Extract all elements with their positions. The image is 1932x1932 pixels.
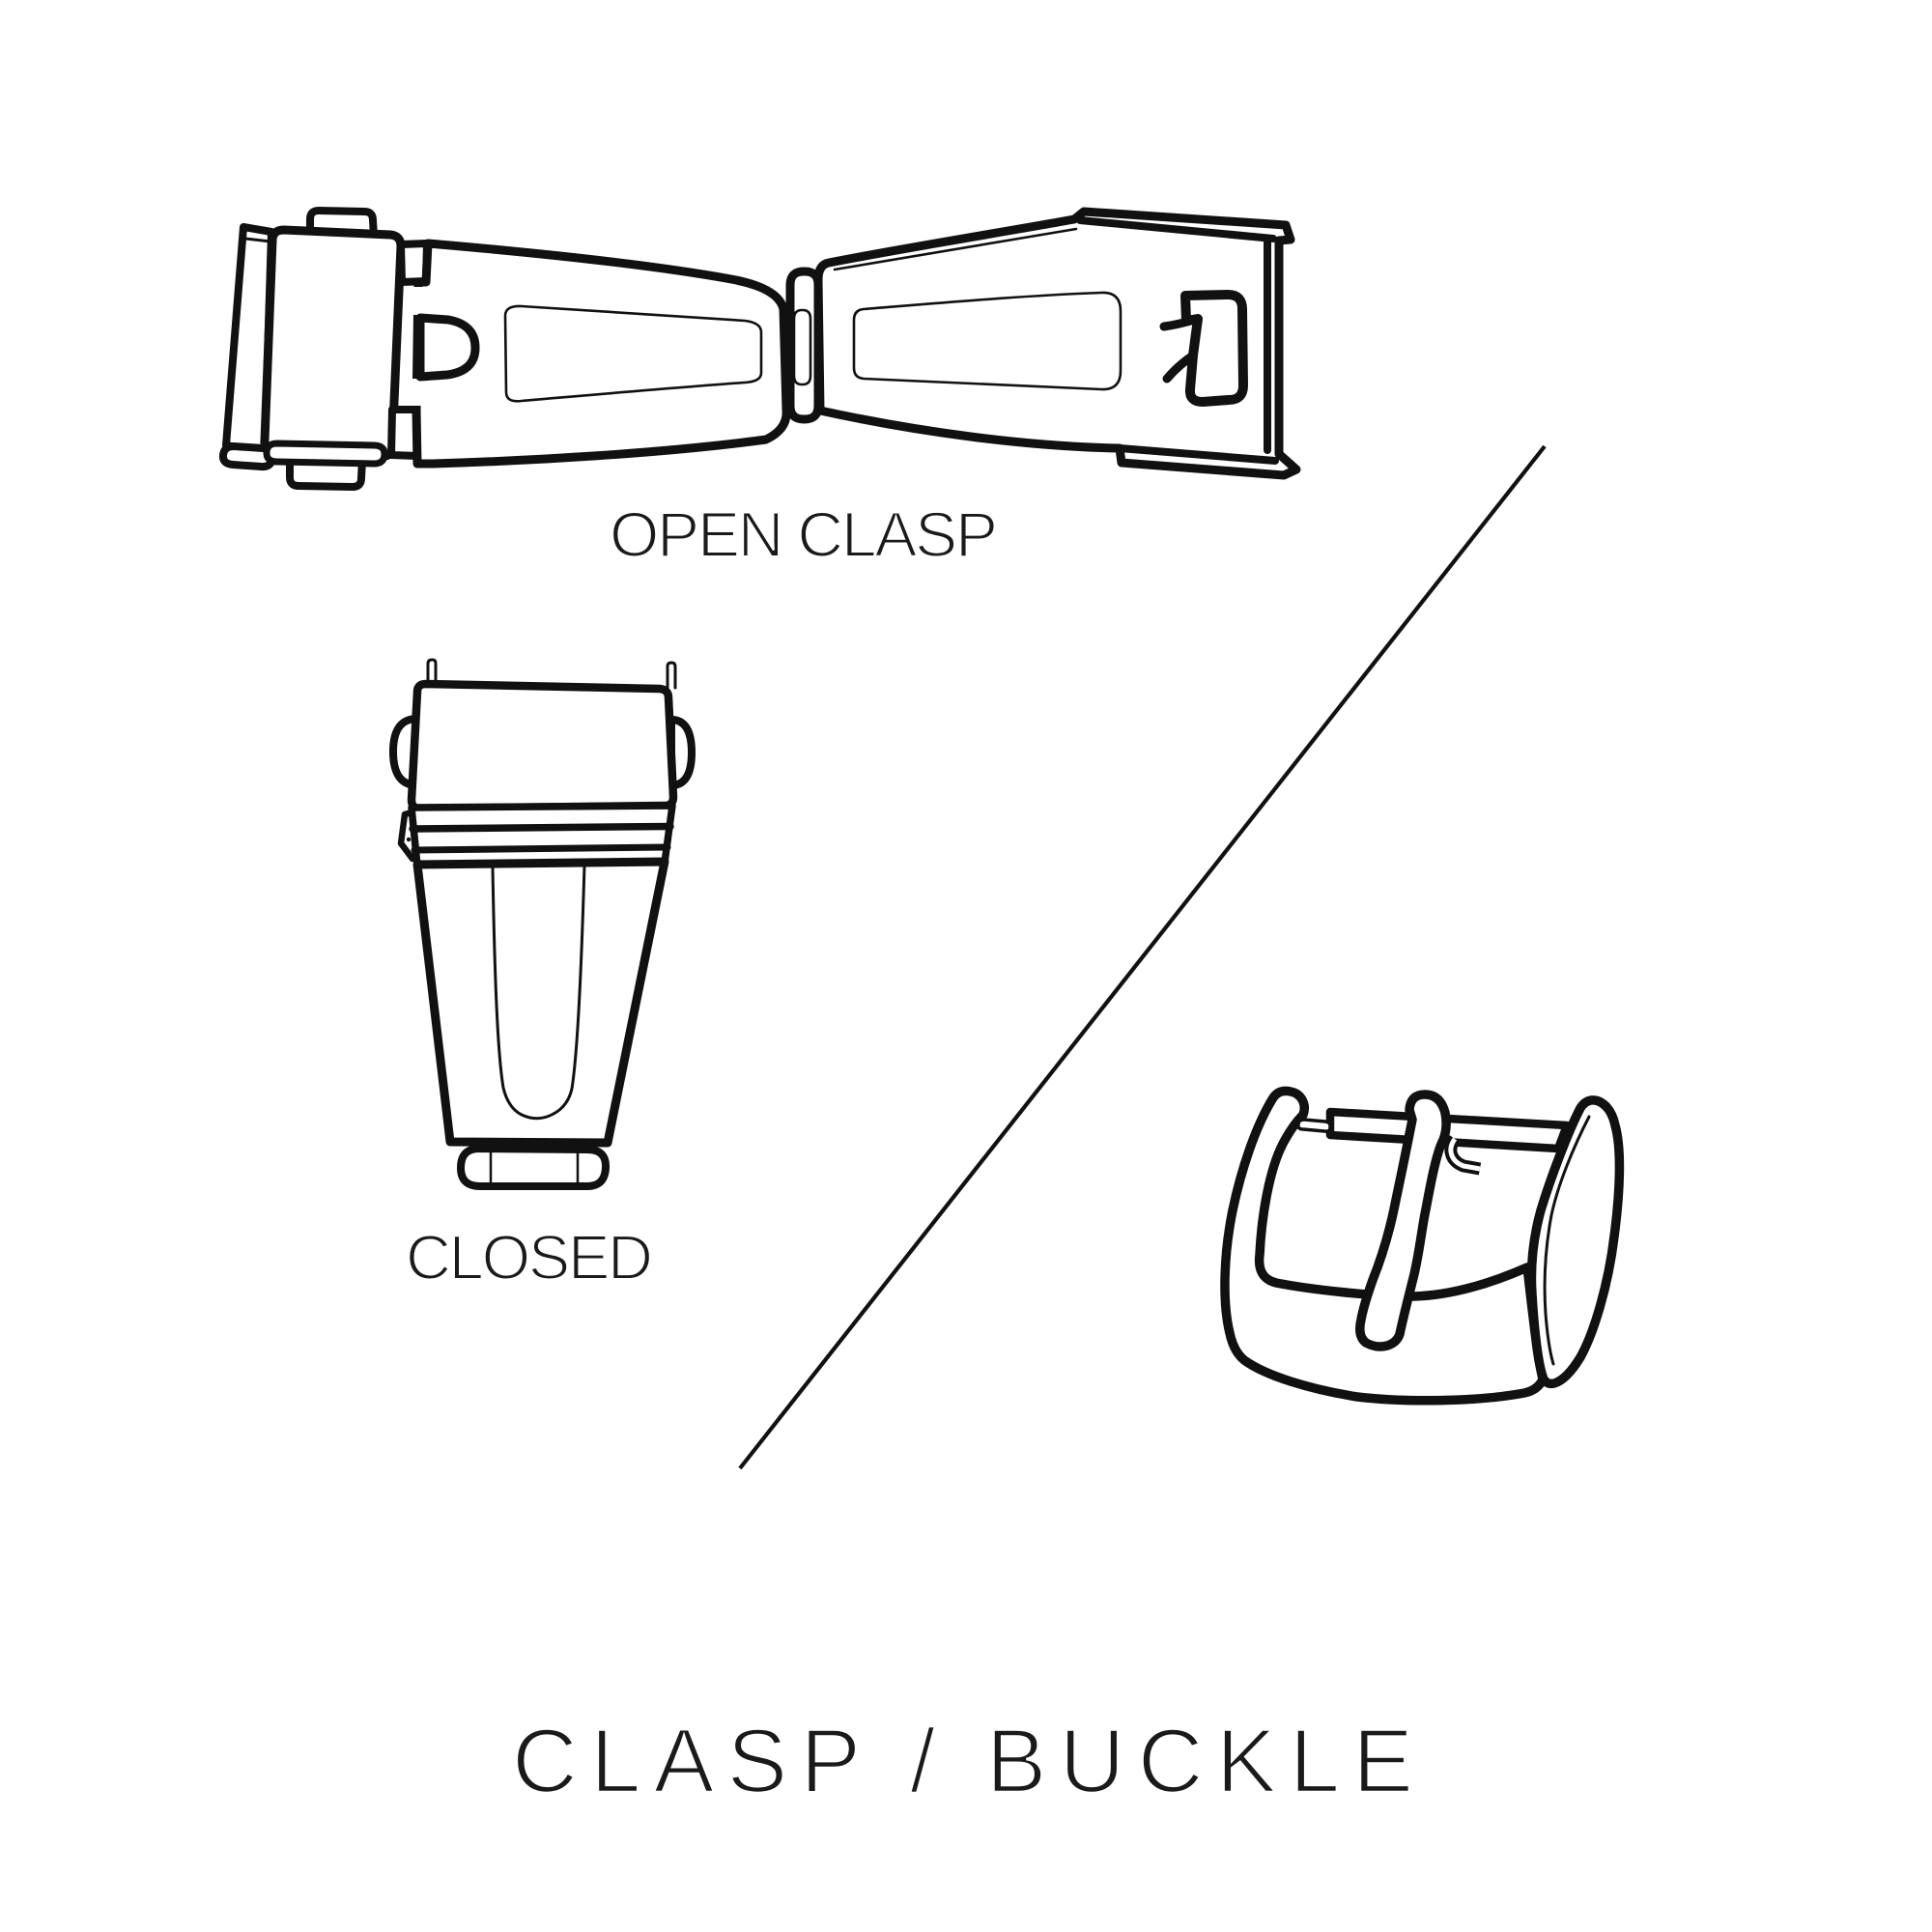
- svg-text:CLOSED: CLOSED: [406, 1222, 661, 1293]
- svg-text:OPEN CLASP: OPEN CLASP: [610, 498, 1008, 570]
- svg-text:CLASP / BUCKLE: CLASP / BUCKLE: [512, 1710, 1427, 1811]
